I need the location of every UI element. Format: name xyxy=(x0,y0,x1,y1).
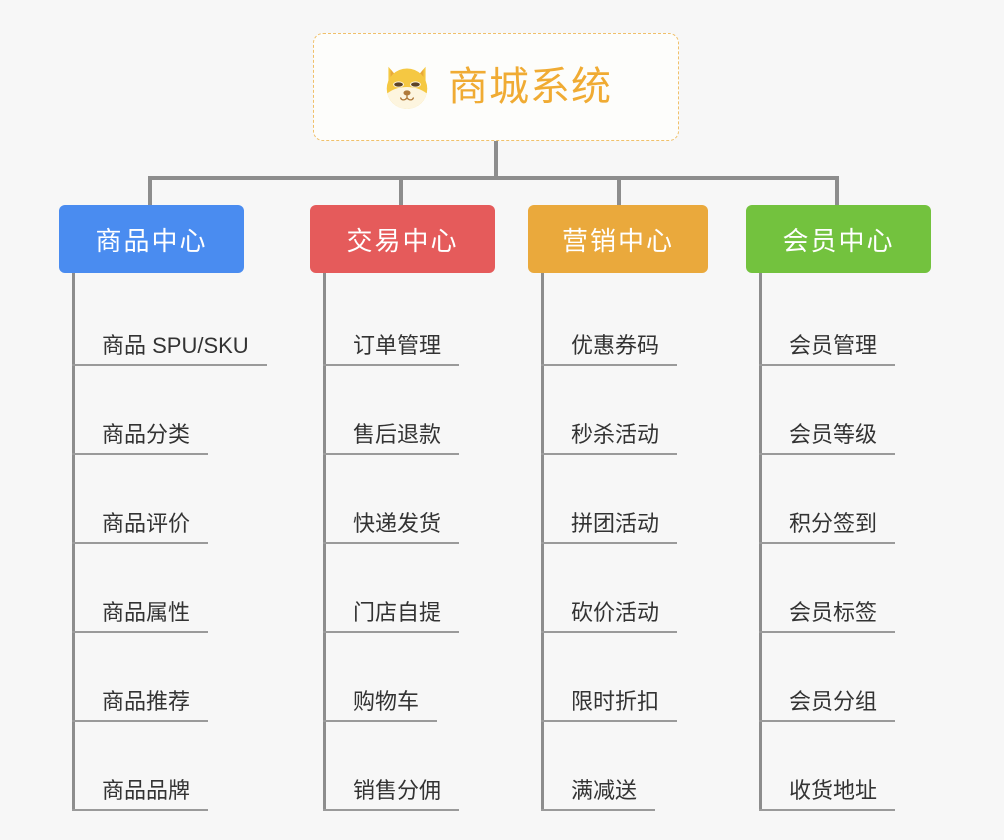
list-item[interactable]: 会员管理 xyxy=(759,277,931,366)
category-label: 营销中心 xyxy=(561,225,674,256)
column-marketing-center: 营销中心 优惠券码 秒杀活动 拼团活动 砍价活动 限时折扣 满减送 xyxy=(528,205,708,811)
item-label: 砍价活动 xyxy=(541,600,678,633)
list-item[interactable]: 购物车 xyxy=(323,633,495,722)
item-label: 限时折扣 xyxy=(541,689,678,722)
category-header-member-center[interactable]: 会员中心 xyxy=(746,205,931,273)
list-item[interactable]: 商品品牌 xyxy=(72,722,244,811)
category-label: 会员中心 xyxy=(782,225,895,256)
connector-drop-member-center xyxy=(835,176,839,206)
list-item[interactable]: 商品 SPU/SKU xyxy=(72,277,267,366)
list-item[interactable]: 秒杀活动 xyxy=(541,366,708,455)
item-label: 订单管理 xyxy=(323,333,460,366)
category-header-product-center[interactable]: 商品中心 xyxy=(59,205,244,273)
item-label: 商品推荐 xyxy=(72,689,209,722)
item-list-product-center: 商品 SPU/SKU 商品分类 商品评价 商品属性 商品推荐 商品品牌 xyxy=(72,273,267,811)
item-label: 商品属性 xyxy=(72,600,209,633)
column-product-center: 商品中心 商品 SPU/SKU 商品分类 商品评价 商品属性 商品推荐 商品品牌 xyxy=(59,205,267,811)
list-item[interactable]: 限时折扣 xyxy=(541,633,708,722)
item-label: 快递发货 xyxy=(323,511,460,544)
connector-drop-product-center xyxy=(148,176,152,206)
item-label: 购物车 xyxy=(323,689,438,722)
list-item[interactable]: 砍价活动 xyxy=(541,544,708,633)
list-item[interactable]: 优惠券码 xyxy=(541,277,708,366)
item-label: 优惠券码 xyxy=(541,333,678,366)
item-label: 会员等级 xyxy=(759,422,896,455)
category-header-marketing-center[interactable]: 营销中心 xyxy=(528,205,708,273)
list-item[interactable]: 积分签到 xyxy=(759,455,931,544)
list-item[interactable]: 销售分佣 xyxy=(323,722,495,811)
list-item[interactable]: 商品评价 xyxy=(72,455,244,544)
list-item[interactable]: 商品推荐 xyxy=(72,633,244,722)
list-item[interactable]: 售后退款 xyxy=(323,366,495,455)
shiba-dog-face-icon xyxy=(386,66,428,109)
connector-trunk xyxy=(494,141,498,178)
item-list-member-center: 会员管理 会员等级 积分签到 会员标签 会员分组 收货地址 xyxy=(759,273,931,811)
item-label: 会员分组 xyxy=(759,689,896,722)
item-label: 商品评价 xyxy=(72,511,209,544)
list-item[interactable]: 会员等级 xyxy=(759,366,931,455)
list-item[interactable]: 会员标签 xyxy=(759,544,931,633)
item-label: 积分签到 xyxy=(759,511,896,544)
item-label: 会员管理 xyxy=(759,333,896,366)
item-label: 门店自提 xyxy=(323,600,460,633)
item-label: 商品 SPU/SKU xyxy=(72,333,267,366)
list-item[interactable]: 订单管理 xyxy=(323,277,495,366)
root-node[interactable]: 商城系统 xyxy=(313,33,679,141)
list-item[interactable]: 拼团活动 xyxy=(541,455,708,544)
item-label: 商品分类 xyxy=(72,422,209,455)
list-item[interactable]: 门店自提 xyxy=(323,544,495,633)
item-label: 商品品牌 xyxy=(72,778,209,811)
list-item[interactable]: 商品分类 xyxy=(72,366,244,455)
column-member-center: 会员中心 会员管理 会员等级 积分签到 会员标签 会员分组 收货地址 xyxy=(746,205,931,811)
list-item[interactable]: 收货地址 xyxy=(759,722,931,811)
item-label: 拼团活动 xyxy=(541,511,678,544)
item-label: 售后退款 xyxy=(323,422,460,455)
list-item[interactable]: 满减送 xyxy=(541,722,708,811)
item-label: 满减送 xyxy=(541,778,656,811)
column-trade-center: 交易中心 订单管理 售后退款 快递发货 门店自提 购物车 销售分佣 xyxy=(310,205,495,811)
item-list-trade-center: 订单管理 售后退款 快递发货 门店自提 购物车 销售分佣 xyxy=(323,273,495,811)
connector-drop-trade-center xyxy=(399,176,403,206)
item-label: 收货地址 xyxy=(759,778,896,811)
item-list-marketing-center: 优惠券码 秒杀活动 拼团活动 砍价活动 限时折扣 满减送 xyxy=(541,273,708,811)
item-label: 会员标签 xyxy=(759,600,896,633)
connector-drop-marketing-center xyxy=(617,176,621,206)
list-item[interactable]: 会员分组 xyxy=(759,633,931,722)
root-title: 商城系统 xyxy=(448,65,612,109)
connector-bus xyxy=(148,176,839,180)
category-header-trade-center[interactable]: 交易中心 xyxy=(310,205,495,273)
list-item[interactable]: 商品属性 xyxy=(72,544,244,633)
category-label: 商品中心 xyxy=(95,225,208,256)
item-label: 秒杀活动 xyxy=(541,422,678,455)
category-label: 交易中心 xyxy=(346,225,459,256)
list-item[interactable]: 快递发货 xyxy=(323,455,495,544)
item-label: 销售分佣 xyxy=(323,778,460,811)
